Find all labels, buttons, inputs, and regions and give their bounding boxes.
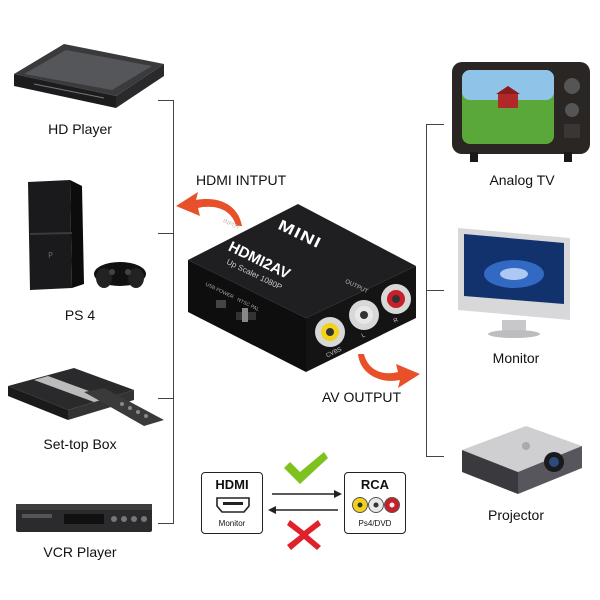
- monitor-image: [454, 224, 574, 340]
- output-arrow-icon: [352, 350, 424, 390]
- check-icon: [282, 450, 330, 486]
- monitor-label: Monitor: [492, 350, 540, 366]
- rca-legend-sub: Ps4/DVD: [358, 519, 392, 528]
- analog-tv-label: Analog TV: [489, 172, 555, 188]
- input-arrow-icon: [172, 186, 248, 230]
- hdmi-legend-title: HDMI: [215, 477, 249, 492]
- left-tick-2: [158, 233, 174, 234]
- svg-text:P: P: [48, 251, 53, 260]
- projector-label: Projector: [487, 507, 545, 523]
- hdmi2av-converter: [180, 200, 424, 376]
- av-output-label: AV OUTPUT: [322, 389, 402, 405]
- projector-image: [456, 420, 586, 500]
- vcr-player-image: [14, 500, 154, 540]
- hdmi-port-icon: [216, 497, 250, 513]
- direction-arrows: [266, 484, 344, 520]
- set-top-box-label: Set-top Box: [43, 436, 117, 452]
- left-tick-3: [158, 398, 174, 399]
- hd-player-image: [4, 34, 164, 116]
- ps4-image: P: [24, 178, 148, 294]
- left-tick-1: [158, 100, 174, 101]
- rca-legend-box: RCA Ps4/DVD: [344, 472, 406, 534]
- rca-ports-icon: [351, 495, 401, 515]
- left-tick-4: [158, 523, 174, 524]
- hdmi-input-label: HDMI INTPUT: [196, 172, 287, 188]
- analog-tv-image: [448, 58, 594, 164]
- vcr-player-label: VCR Player: [43, 544, 117, 560]
- set-top-box-image: [4, 360, 164, 430]
- right-tick-3: [426, 456, 444, 457]
- left-connector-line: [173, 100, 174, 524]
- hdmi-legend-box: HDMI Monitor: [201, 472, 263, 534]
- rca-legend-title: RCA: [360, 477, 390, 492]
- hd-player-label: HD Player: [48, 121, 112, 137]
- right-tick-2: [426, 290, 444, 291]
- hdmi-legend-sub: Monitor: [218, 519, 246, 528]
- right-tick-1: [426, 124, 444, 125]
- cross-icon: [286, 518, 322, 552]
- ps4-label: PS 4: [64, 307, 96, 323]
